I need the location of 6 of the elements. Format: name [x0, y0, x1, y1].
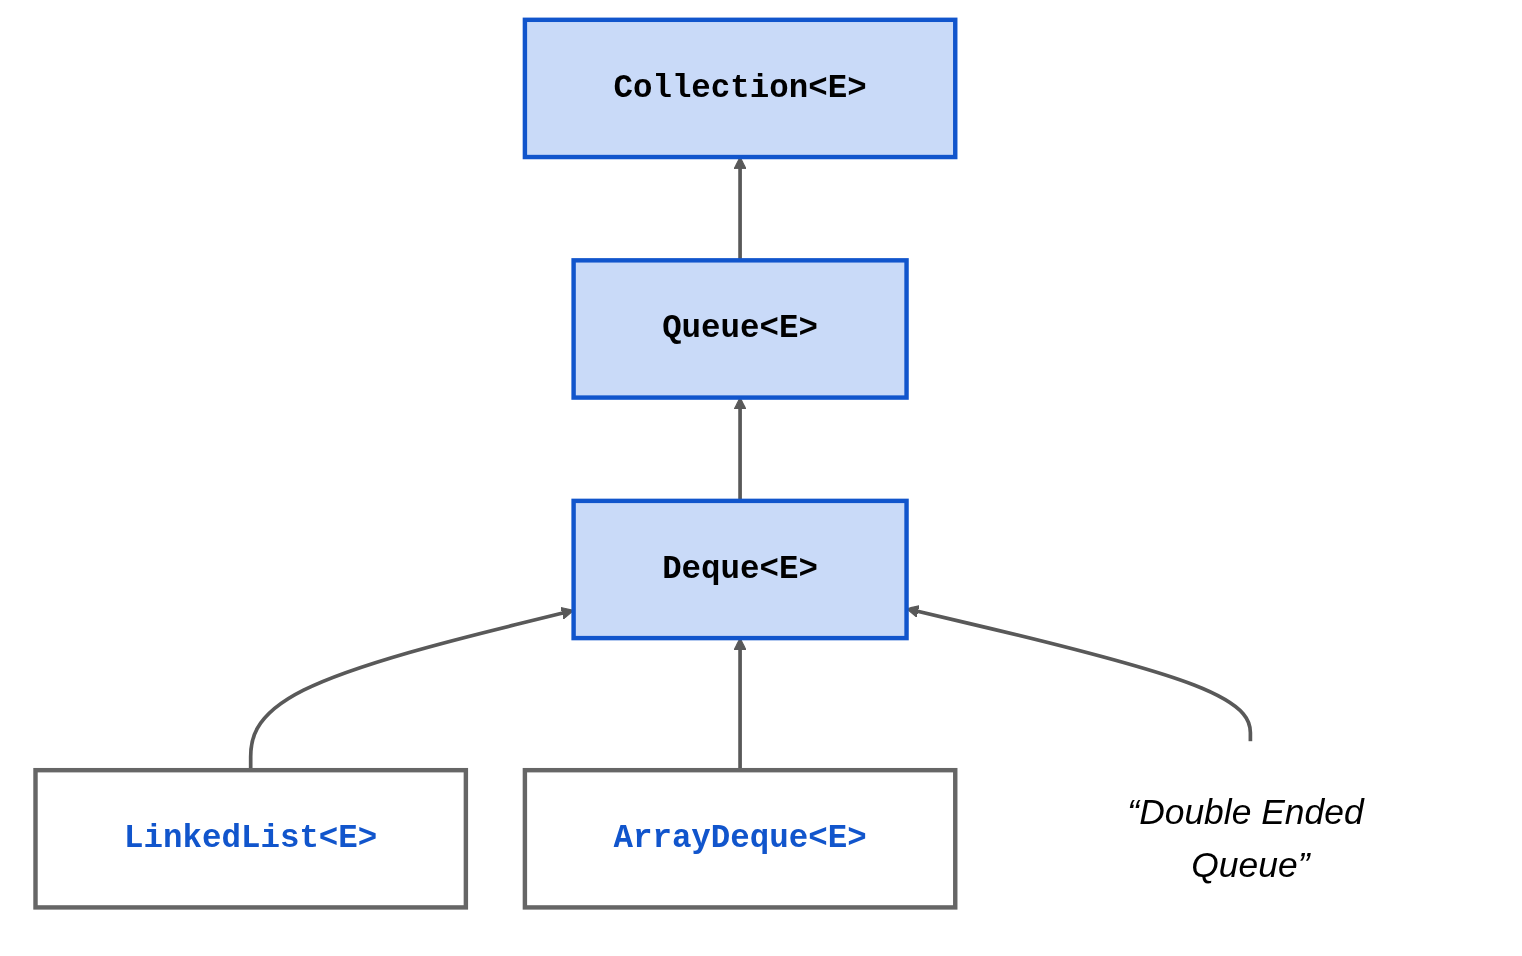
node-box: LinkedList<E> [33, 767, 469, 910]
node-box: Queue<E> [571, 258, 909, 400]
node-text: “Double Ended Queue” [1127, 791, 1364, 885]
node-box: Deque<E> [571, 498, 909, 641]
node-box: ArrayDeque<E> [522, 767, 958, 910]
node-box: Collection<E> [522, 17, 958, 160]
